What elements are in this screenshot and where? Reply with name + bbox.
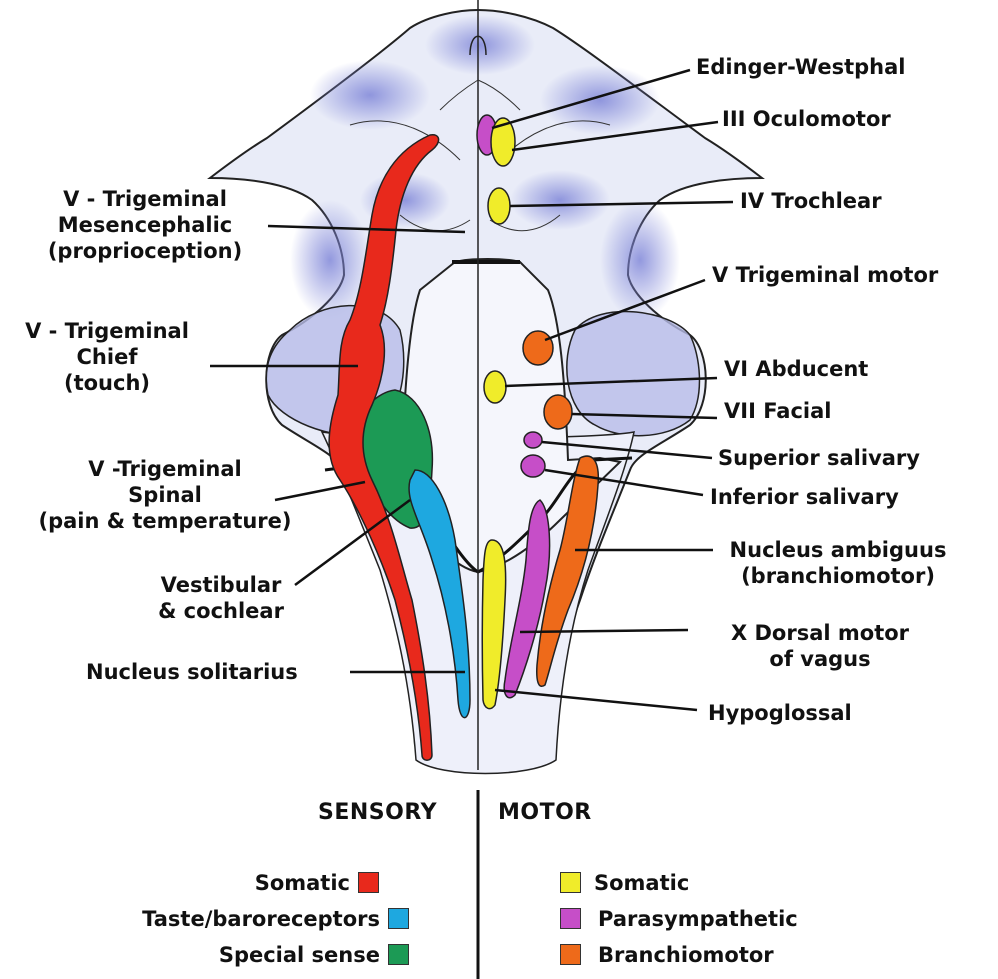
legend-motor-heading: MOTOR <box>498 800 592 826</box>
label-vii-facial: VII Facial <box>724 398 832 424</box>
label-x-dorsal-motor-line1: X Dorsal motor <box>700 620 940 646</box>
label-v-chief: V - Trigeminal Chief (touch) <box>2 318 212 396</box>
nucleus-facial <box>544 395 572 429</box>
legend-sensory-somatic-label: Somatic <box>120 870 350 896</box>
label-nucleus-solitarius: Nucleus solitarius <box>86 659 298 685</box>
label-nucleus-ambiguus-line1: Nucleus ambiguus <box>708 537 968 563</box>
label-hypoglossal: Hypoglossal <box>708 700 852 726</box>
legend-sensory-taste-label: Taste/baroreceptors <box>40 906 380 932</box>
legend-motor-branchiomotor-swatch <box>560 944 581 965</box>
legend-sensory-heading: SENSORY <box>318 800 437 826</box>
legend-motor-branchiomotor-label: Branchiomotor <box>598 942 774 968</box>
nucleus-abducent <box>484 371 506 403</box>
label-vestibular-line2: & cochlear <box>126 598 316 624</box>
label-x-dorsal-motor-line2: of vagus <box>700 646 940 672</box>
legend-sensory-special-swatch <box>388 944 409 965</box>
label-nucleus-ambiguus: Nucleus ambiguus (branchiomotor) <box>708 537 968 589</box>
label-v-mesencephalic-line3: (proprioception) <box>14 238 276 264</box>
label-v-trigeminal-motor: V Trigeminal motor <box>712 262 938 288</box>
label-v-chief-line1: V - Trigeminal <box>2 318 212 344</box>
label-v-chief-line2: Chief <box>2 344 212 370</box>
nucleus-trochlear <box>488 188 510 224</box>
label-v-mesencephalic-line1: V - Trigeminal <box>14 186 276 212</box>
label-v-mesencephalic: V - Trigeminal Mesencephalic (propriocep… <box>14 186 276 264</box>
label-v-spinal-line3: (pain & temperature) <box>6 508 324 534</box>
label-v-spinal-line2: Spinal <box>6 482 324 508</box>
label-vi-abducent: VI Abducent <box>724 356 868 382</box>
label-iv-trochlear: IV Trochlear <box>740 188 882 214</box>
legend-motor-somatic-swatch <box>560 872 581 893</box>
label-v-spinal: V -Trigeminal Spinal (pain & temperature… <box>6 456 324 534</box>
label-vestibular-line1: Vestibular <box>126 572 316 598</box>
label-v-mesencephalic-line2: Mesencephalic <box>14 212 276 238</box>
label-nucleus-ambiguus-line2: (branchiomotor) <box>708 563 968 589</box>
label-x-dorsal-motor: X Dorsal motor of vagus <box>700 620 940 672</box>
nucleus-inferior-salivary <box>521 455 545 477</box>
legend-motor-parasympathetic-swatch <box>560 908 581 929</box>
label-v-spinal-line1: V -Trigeminal <box>6 456 324 482</box>
legend-motor-parasympathetic-label: Parasympathetic <box>598 906 798 932</box>
nucleus-trigeminal-motor <box>523 331 553 365</box>
legend-sensory-taste-swatch <box>388 908 409 929</box>
label-v-chief-line3: (touch) <box>2 370 212 396</box>
label-vestibular: Vestibular & cochlear <box>126 572 316 624</box>
legend-sensory-special-label: Special sense <box>60 942 380 968</box>
legend-motor-somatic-label: Somatic <box>594 870 689 896</box>
label-iii-oculomotor: III Oculomotor <box>722 106 891 132</box>
nucleus-superior-salivary <box>524 432 542 448</box>
label-edinger-westphal: Edinger-Westphal <box>696 54 905 80</box>
label-inferior-salivary: Inferior salivary <box>710 484 899 510</box>
legend-sensory-somatic-swatch <box>358 872 379 893</box>
label-superior-salivary: Superior salivary <box>718 445 920 471</box>
